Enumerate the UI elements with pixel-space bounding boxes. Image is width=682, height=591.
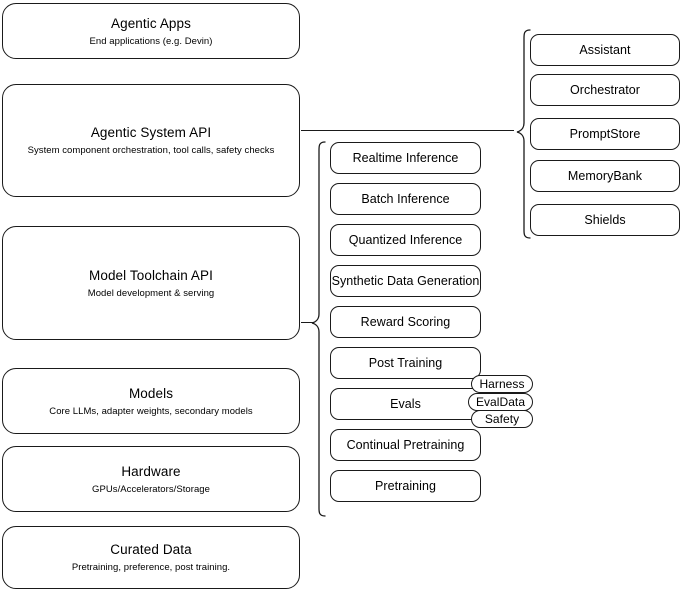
connector-model-toolchain-api-to-capabilities — [301, 322, 313, 324]
evals-badge-safety[interactable]: Safety — [471, 410, 533, 428]
layer-box-curated-data[interactable]: Curated Data Pretraining, preference, po… — [2, 526, 300, 589]
system-component-label: Shields — [584, 213, 626, 227]
layer-box-hardware[interactable]: Hardware GPUs/Accelerators/Storage — [2, 446, 300, 512]
layer-title: Agentic System API — [90, 125, 212, 140]
capability-label: Synthetic Data Generation — [331, 274, 480, 288]
layer-subtitle: GPUs/Accelerators/Storage — [92, 483, 210, 495]
layer-title: Models — [128, 385, 174, 401]
layer-box-agentic-system-api[interactable]: Agentic System API System component orch… — [2, 84, 300, 197]
capability-box-realtime-inference[interactable]: Realtime Inference — [330, 142, 481, 174]
layer-title: Curated Data — [110, 542, 192, 557]
evals-badge-label: Safety — [484, 412, 520, 426]
system-component-box-assistant[interactable]: Assistant — [530, 34, 680, 66]
evals-badge-harness[interactable]: Harness — [471, 375, 533, 393]
capability-label: Post Training — [368, 356, 443, 370]
layer-box-agentic-apps[interactable]: Agentic Apps End applications (e.g. Devi… — [2, 3, 300, 59]
evals-badge-label: EvalData — [475, 395, 526, 409]
system-component-box-orchestrator[interactable]: Orchestrator — [530, 74, 680, 106]
capability-box-quantized-inference[interactable]: Quantized Inference — [330, 224, 481, 256]
layer-subtitle: End applications (e.g. Devin) — [89, 35, 213, 47]
connector-agentic-system-api-to-components — [301, 130, 514, 132]
layer-title: Hardware — [121, 463, 181, 479]
layer-box-models[interactable]: Models Core LLMs, adapter weights, secon… — [2, 368, 300, 434]
capability-label: Continual Pretraining — [346, 438, 465, 452]
capability-label: Quantized Inference — [348, 233, 463, 247]
layer-title: Agentic Apps — [110, 15, 191, 31]
evals-badge-label: Harness — [479, 377, 525, 391]
capability-box-pretraining[interactable]: Pretraining — [330, 470, 481, 502]
capability-box-post-training[interactable]: Post Training — [330, 347, 481, 379]
capability-box-continual-pretraining[interactable]: Continual Pretraining — [330, 429, 481, 461]
system-component-box-memorybank[interactable]: MemoryBank — [530, 160, 680, 192]
capability-box-synthetic-data-generation[interactable]: Synthetic Data Generation — [330, 265, 481, 297]
system-component-label: Assistant — [579, 43, 631, 57]
capability-label: Batch Inference — [361, 192, 450, 206]
capability-box-reward-scoring[interactable]: Reward Scoring — [330, 306, 481, 338]
layer-box-model-toolchain-api[interactable]: Model Toolchain API Model development & … — [2, 226, 300, 340]
system-component-box-promptstore[interactable]: PromptStore — [530, 118, 680, 150]
system-component-label: PromptStore — [569, 127, 641, 141]
layer-subtitle: Pretraining, preference, post training. — [71, 562, 231, 573]
layer-subtitle: Core LLMs, adapter weights, secondary mo… — [49, 405, 253, 417]
system-component-box-shields[interactable]: Shields — [530, 204, 680, 236]
capability-label: Evals — [390, 397, 421, 411]
brace-toolchain-capabilities — [308, 140, 326, 520]
capability-label: Reward Scoring — [360, 315, 451, 329]
capability-label: Realtime Inference — [352, 151, 459, 165]
layer-subtitle: Model development & serving — [87, 287, 215, 299]
system-component-label: Orchestrator — [569, 83, 641, 97]
brace-system-components — [513, 28, 531, 242]
system-component-label: MemoryBank — [567, 169, 643, 183]
evals-badge-evaldata[interactable]: EvalData — [468, 393, 533, 411]
layer-subtitle: System component orchestration, tool cal… — [27, 145, 275, 156]
layer-title: Model Toolchain API — [89, 267, 213, 283]
capability-label: Pretraining — [375, 479, 436, 493]
capability-box-batch-inference[interactable]: Batch Inference — [330, 183, 481, 215]
